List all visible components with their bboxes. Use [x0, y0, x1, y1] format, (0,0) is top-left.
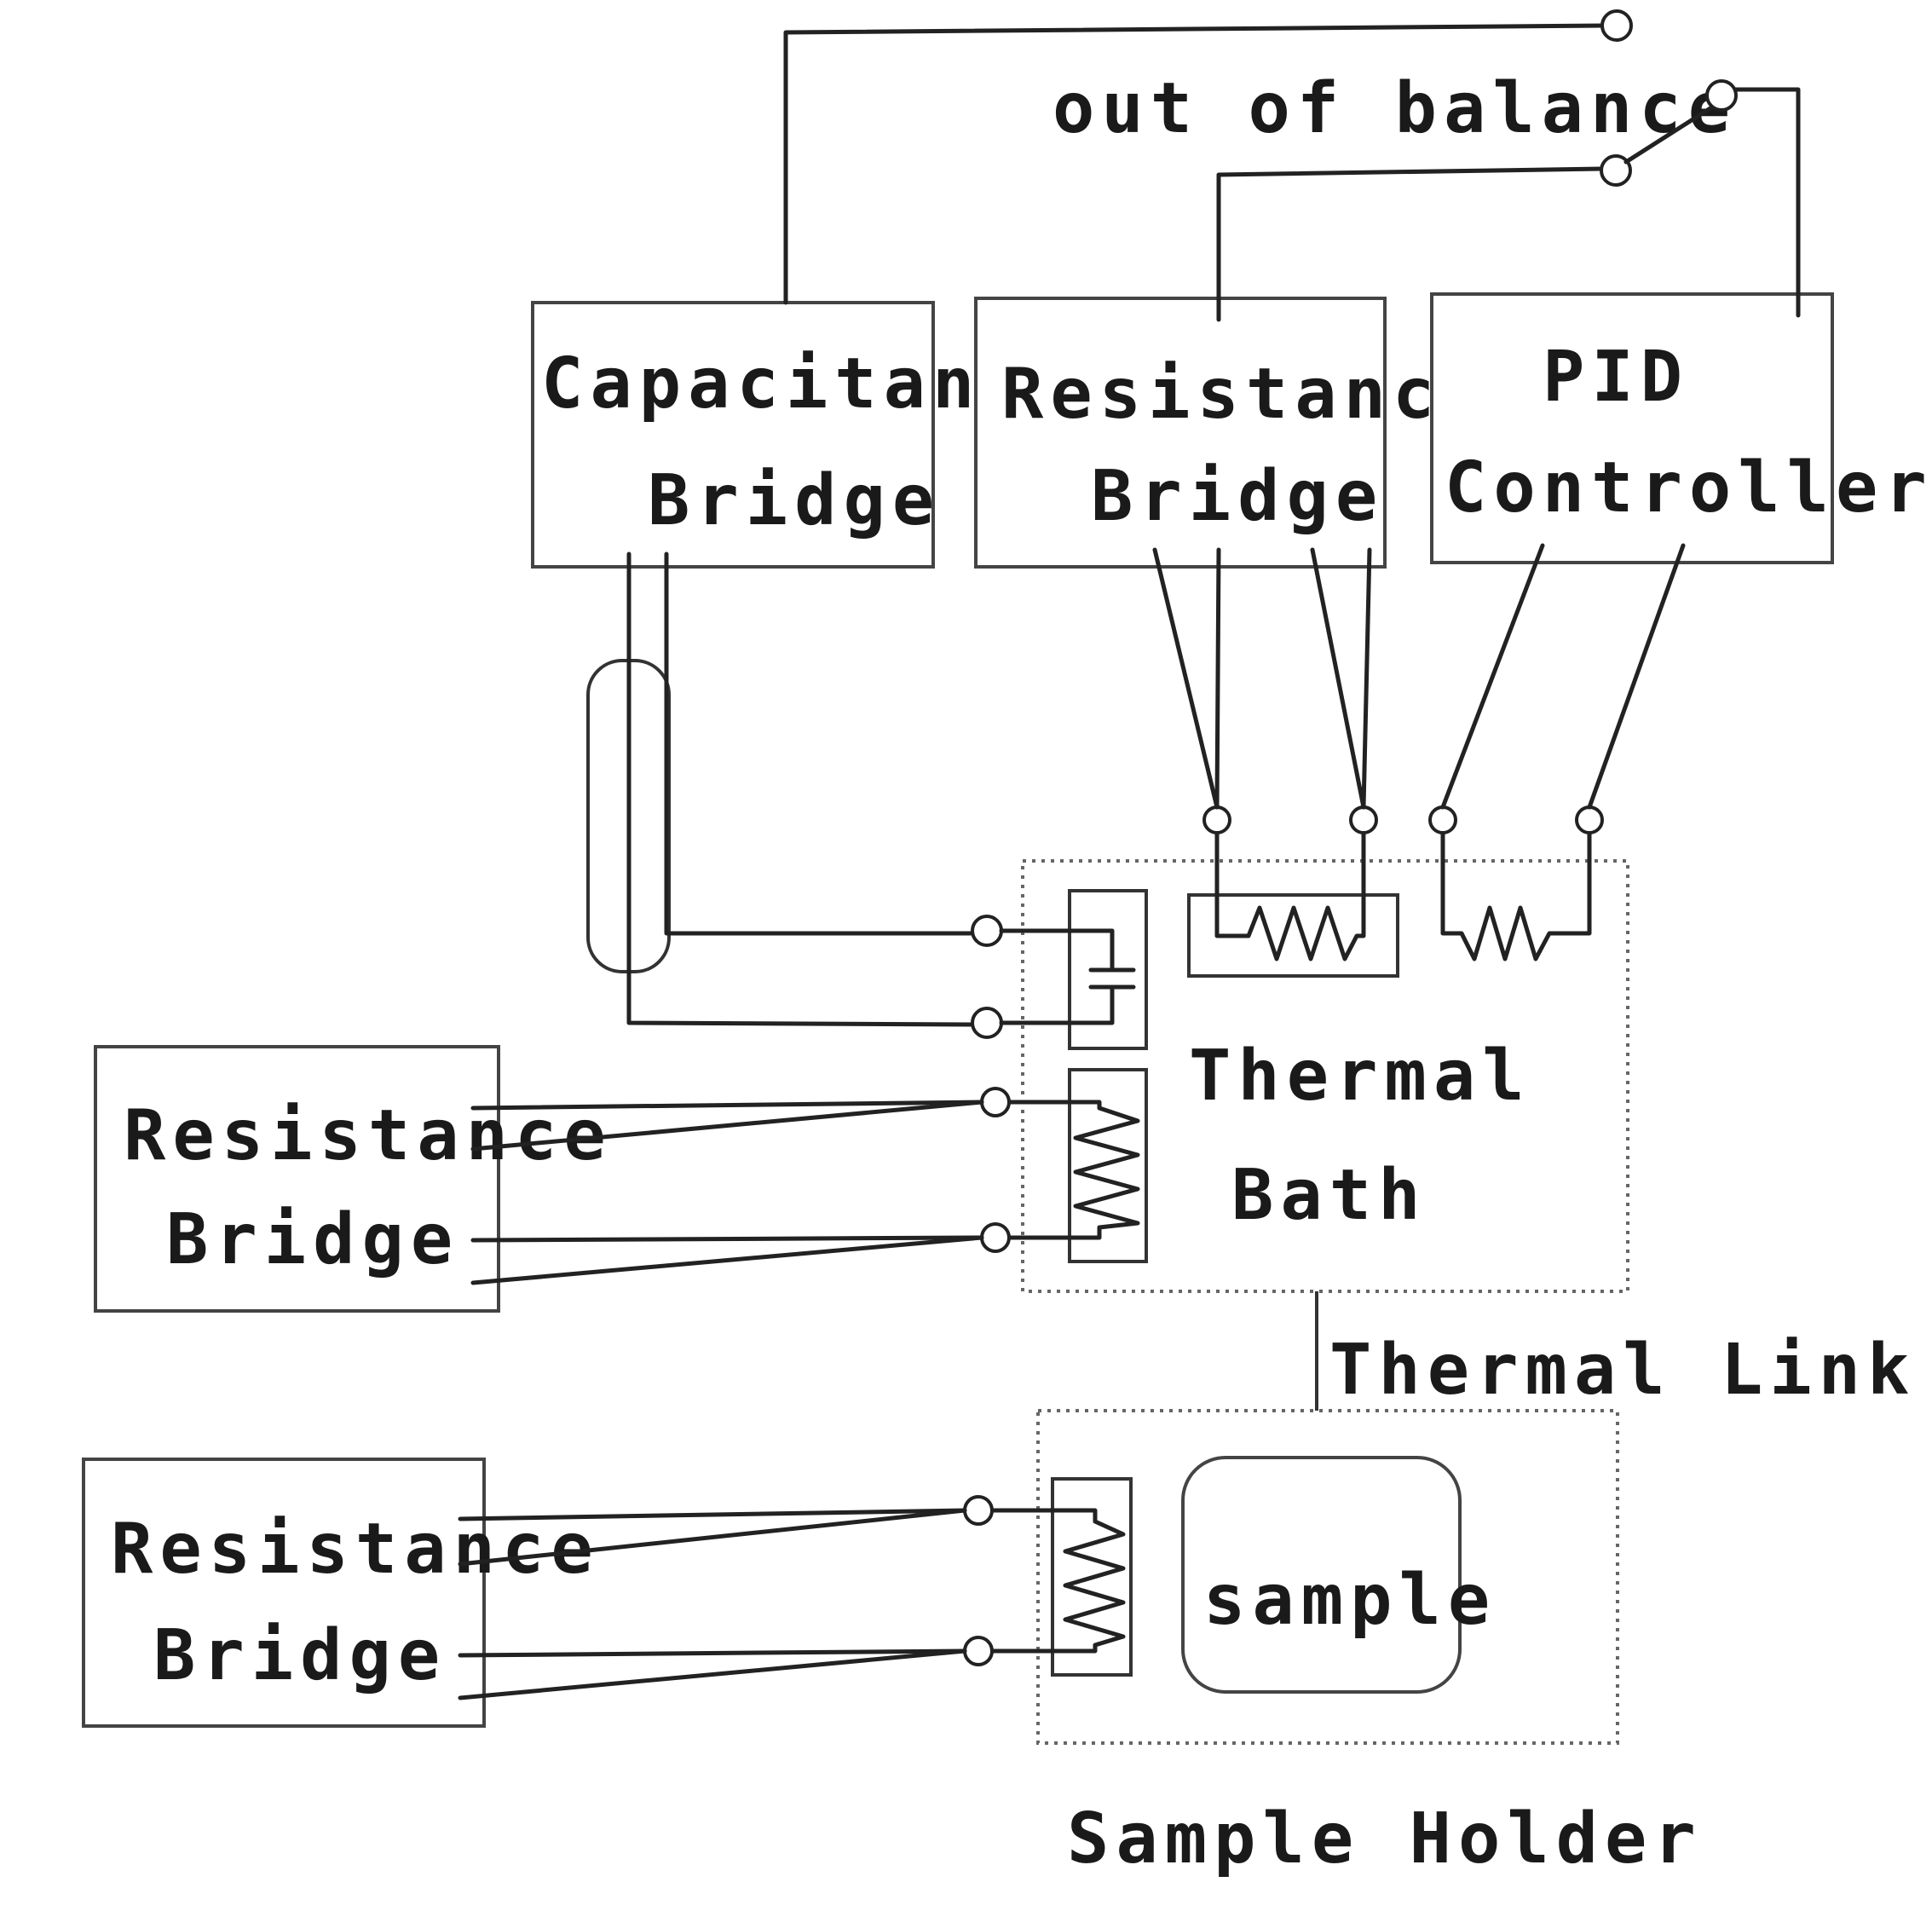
rb-bottom-lead-1 — [458, 1508, 967, 1521]
bath-thermometer-housing — [1187, 893, 1399, 978]
rb-mid-lead-1 — [470, 1100, 984, 1111]
rb-top-lead-4 — [1361, 547, 1372, 810]
resistance-bridge-bottom-label-line2: Bridge — [153, 1615, 447, 1696]
resistance-bridge-top-box — [974, 297, 1387, 569]
pid-switch-wire — [1733, 87, 1801, 318]
switch-terminal-upper — [1705, 79, 1738, 112]
out-of-balance-wire — [783, 23, 1607, 305]
capacitor-terminal-top — [971, 915, 1003, 947]
bath-thermometer-resistor-icon — [1214, 817, 1366, 961]
sample-label: sample — [1203, 1560, 1497, 1641]
bath-side-terminal-bottom — [980, 1222, 1011, 1253]
coax-inner-wire — [664, 551, 974, 936]
resistance-bridge-bottom-label-line1: Resistance — [111, 1509, 600, 1590]
rb-top-lead-2 — [1214, 547, 1221, 810]
sample-box — [1181, 1456, 1462, 1694]
resistance-bridge-mid-box — [94, 1045, 500, 1313]
thermal-link-label: Thermal Link — [1329, 1330, 1916, 1411]
resistance-bridge-top-label-line2: Bridge — [1091, 456, 1384, 537]
pid-lead-right — [1587, 543, 1686, 810]
pid-controller-label-line1: PID — [1543, 337, 1689, 418]
switch-lever — [1623, 104, 1716, 165]
heater-terminal-right — [1575, 805, 1604, 834]
coax-outer-wire — [626, 551, 974, 1027]
resistance-bridge-mid-label-line2: Bridge — [166, 1199, 459, 1280]
capacitor-terminal-bottom — [971, 1007, 1003, 1039]
bath-thermometer-terminal-right — [1349, 805, 1378, 834]
thermal-bath-label-line1: Thermal — [1189, 1036, 1531, 1117]
out-of-balance-terminal — [1600, 9, 1633, 42]
rb-top-lead-3 — [1310, 547, 1366, 810]
resistance-bridge-bottom-box — [82, 1458, 486, 1728]
capacitor-housing — [1068, 889, 1148, 1050]
bath-side-terminal-top — [980, 1087, 1011, 1117]
bath-heater-resistor-icon — [1440, 817, 1592, 961]
rb-mid-lead-4 — [470, 1235, 984, 1285]
rb-mid-lead-2 — [470, 1100, 984, 1152]
rb-top-lead-1 — [1152, 547, 1220, 810]
heater-terminal-left — [1428, 805, 1457, 834]
resistance-bridge-switch-wire — [1216, 166, 1605, 322]
sample-thermometer-resistor-icon — [990, 1508, 1126, 1654]
resistance-bridge-top-label-line1: Resistance — [1001, 354, 1491, 435]
thermal-bath-boundary — [1021, 859, 1629, 1293]
pid-lead-left — [1440, 543, 1545, 810]
capacitor-lead-top — [999, 928, 1115, 973]
sample-terminal-bottom — [963, 1636, 994, 1666]
rb-bottom-lead-2 — [458, 1508, 967, 1567]
sample-terminal-top — [963, 1495, 994, 1526]
bath-thermometer-terminal-left — [1202, 805, 1231, 834]
rb-bottom-lead-3 — [458, 1648, 967, 1658]
rb-mid-lead-3 — [470, 1235, 984, 1243]
sample-thermometer-housing — [1051, 1477, 1133, 1677]
capacitance-bridge-label-line2: Bridge — [648, 460, 941, 541]
thermal-bath-label-line2: Bath — [1231, 1155, 1427, 1236]
switch-terminal-lower — [1600, 154, 1632, 187]
bath-side-thermometer-resistor-icon — [1007, 1100, 1140, 1240]
sample-holder-label: Sample Holder — [1067, 1798, 1703, 1879]
capacitance-bridge-box — [531, 301, 935, 569]
rb-bottom-lead-4 — [458, 1648, 967, 1700]
sample-holder-boundary — [1036, 1409, 1619, 1745]
pid-controller-label-line2: Controller — [1445, 447, 1932, 528]
bath-side-thermometer-housing — [1068, 1068, 1148, 1263]
capacitor-lead-bottom — [999, 984, 1115, 1025]
out-of-balance-label: out of balance — [1053, 68, 1737, 149]
pid-controller-box — [1430, 292, 1834, 564]
